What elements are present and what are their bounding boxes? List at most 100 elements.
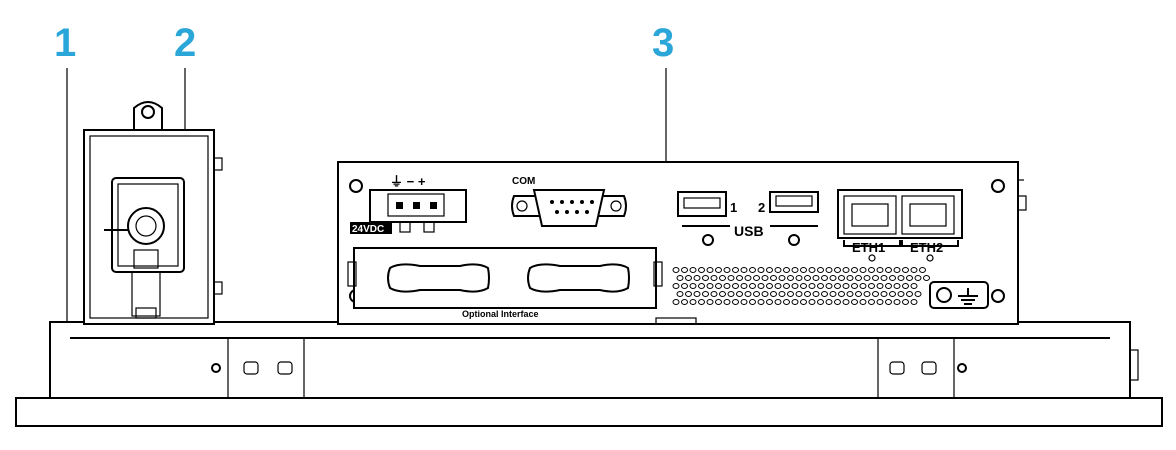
vent-hole xyxy=(706,299,714,305)
vent-hole xyxy=(706,267,714,273)
vent-hole xyxy=(719,291,726,297)
vent-hole xyxy=(868,267,875,273)
usb-label: USB xyxy=(734,223,764,239)
vent-hole xyxy=(774,283,782,289)
vent-hole xyxy=(825,267,833,273)
vent-hole xyxy=(834,283,841,289)
panel-bezel xyxy=(15,321,1163,427)
vent-hole xyxy=(880,275,888,281)
vent-hole xyxy=(715,267,722,273)
vent-hole xyxy=(863,291,871,297)
vent-hole xyxy=(795,291,803,297)
vent-hole xyxy=(715,299,722,305)
module-2-housing xyxy=(83,101,223,325)
vent-hole xyxy=(723,283,731,289)
vent-hole xyxy=(876,299,884,305)
ground-terminal xyxy=(929,281,989,309)
vent-hole xyxy=(893,267,901,273)
vent-hole xyxy=(689,283,697,289)
vent-hole xyxy=(800,283,807,289)
vent-hole xyxy=(732,267,739,273)
vent-hole xyxy=(791,299,799,305)
vent-hole xyxy=(766,283,773,289)
vent-hole xyxy=(774,267,782,273)
vent-hole xyxy=(851,283,858,289)
vent-hole xyxy=(923,275,930,281)
ethernet-ports: ETH1 ETH2 xyxy=(837,189,963,262)
vent-hole xyxy=(672,283,680,289)
vent-hole xyxy=(740,283,748,289)
power-label: 24VDC xyxy=(352,224,384,235)
vent-hole xyxy=(808,267,816,273)
vent-hole xyxy=(753,291,760,297)
callout-2: 2 xyxy=(174,21,196,65)
vent-hole xyxy=(702,275,709,281)
vent-hole xyxy=(710,291,718,297)
vent-hole xyxy=(804,291,811,297)
vent-hole xyxy=(914,291,922,297)
vent-hole xyxy=(770,275,777,281)
vent-hole xyxy=(855,275,862,281)
vent-hole xyxy=(693,291,701,297)
vent-hole xyxy=(698,283,705,289)
callout-1: 1 xyxy=(54,21,76,65)
vent-hole xyxy=(681,283,688,289)
com-port: COM xyxy=(511,176,627,227)
vent-hole xyxy=(889,275,896,281)
vent-hole xyxy=(766,299,773,305)
vent-hole xyxy=(859,299,867,305)
vent-hole xyxy=(800,267,807,273)
vent-hole xyxy=(804,275,811,281)
vent-hole xyxy=(770,291,777,297)
vent-hole xyxy=(842,267,850,273)
usb1-label: 1 xyxy=(730,200,737,215)
ventilation-grid xyxy=(672,267,930,305)
vent-hole xyxy=(778,275,786,281)
vent-hole xyxy=(791,283,799,289)
usb-ports: 1 2 USB xyxy=(677,191,819,246)
vent-hole xyxy=(851,267,858,273)
vent-hole xyxy=(829,291,837,297)
vent-hole xyxy=(885,283,892,289)
vent-hole xyxy=(851,299,858,305)
vent-hole xyxy=(676,275,684,281)
vent-hole xyxy=(710,275,718,281)
vent-hole xyxy=(876,283,884,289)
vent-hole xyxy=(812,291,820,297)
vent-hole xyxy=(812,275,820,281)
vent-hole xyxy=(838,291,845,297)
vent-hole xyxy=(693,275,701,281)
vent-hole xyxy=(885,267,892,273)
vent-hole xyxy=(902,283,909,289)
vent-hole xyxy=(787,275,794,281)
vent-hole xyxy=(817,267,824,273)
vent-hole xyxy=(736,291,743,297)
callout-3: 3 xyxy=(652,21,674,65)
vent-hole xyxy=(902,267,909,273)
vent-hole xyxy=(753,275,760,281)
vent-hole xyxy=(855,291,862,297)
vent-hole xyxy=(706,283,714,289)
vent-hole xyxy=(910,267,918,273)
vent-hole xyxy=(817,283,824,289)
optional-interface-label: Optional Interface xyxy=(462,309,539,319)
vent-hole xyxy=(876,267,884,273)
vent-hole xyxy=(834,267,841,273)
vent-hole xyxy=(846,275,854,281)
vent-hole xyxy=(863,275,871,281)
vent-hole xyxy=(744,291,752,297)
vent-hole xyxy=(914,275,922,281)
vent-hole xyxy=(702,291,709,297)
vent-hole xyxy=(880,291,888,297)
vent-hole xyxy=(821,275,828,281)
vent-hole xyxy=(906,291,913,297)
vent-hole xyxy=(825,299,833,305)
vent-hole xyxy=(681,299,688,305)
vent-hole xyxy=(817,299,824,305)
vent-hole xyxy=(740,267,748,273)
vent-hole xyxy=(727,291,735,297)
vent-hole xyxy=(829,275,837,281)
vent-hole xyxy=(749,267,756,273)
vent-hole xyxy=(732,299,739,305)
